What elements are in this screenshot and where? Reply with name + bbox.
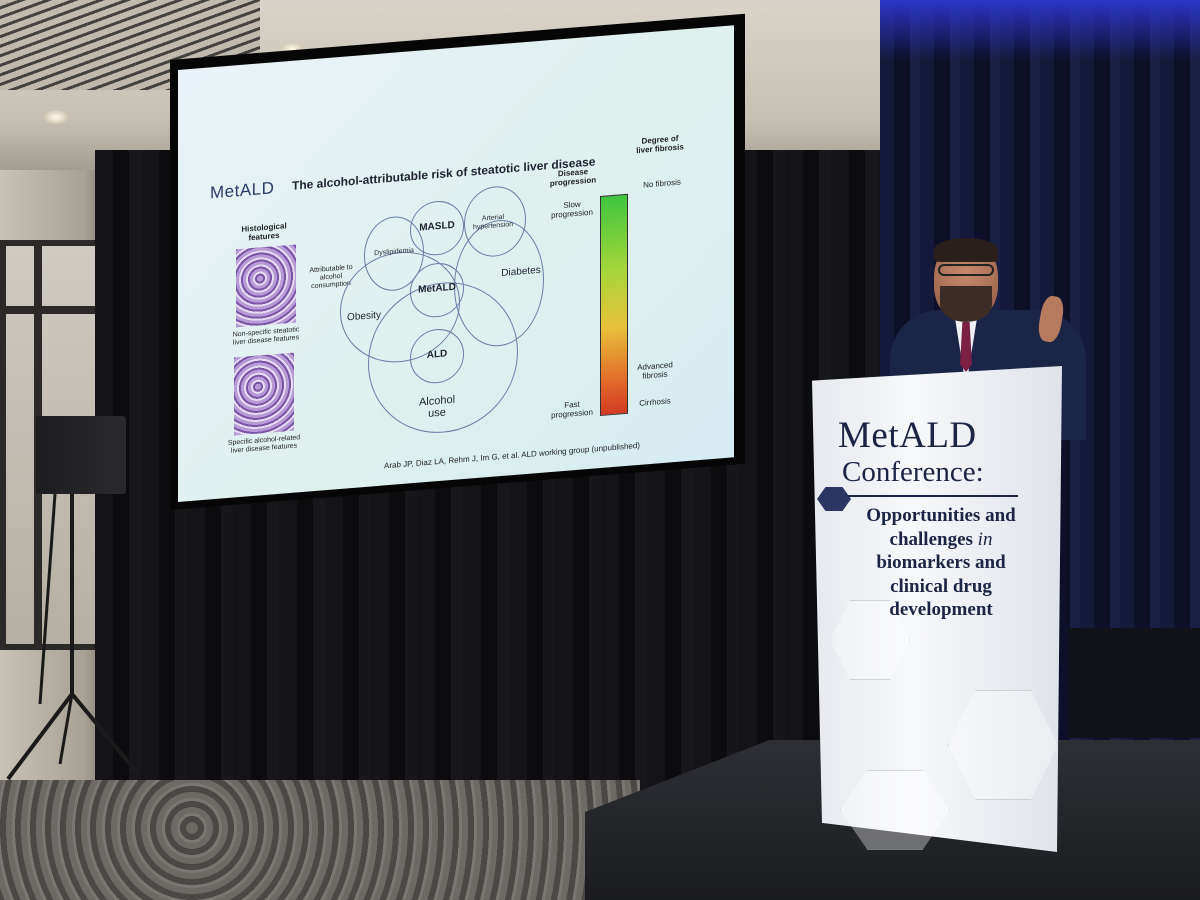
podium-subtitle: Conference: — [842, 456, 984, 488]
podium-title: MetALD — [838, 415, 977, 456]
histology-heading: Histological features — [241, 221, 287, 243]
fibrosis-gradient-bar — [600, 193, 628, 417]
tagline-line-5: development — [889, 599, 993, 621]
speaker-tripod — [6, 494, 142, 781]
tagline-line-2: challenges in — [889, 528, 993, 550]
podium-tagline: Opportunities and challenges in biomarke… — [836, 504, 1046, 622]
tagline-line-1: Opportunities and — [866, 505, 1016, 526]
carpet-floor — [0, 780, 640, 900]
blue-stage-light — [880, 0, 1200, 60]
slide-citation: Arab JP, Diaz LA, Rehm J, Im G, et al. A… — [384, 440, 640, 471]
tagline-line-4: clinical drug — [890, 575, 992, 597]
progression-heading: Disease progression — [549, 167, 597, 189]
histology-image-specific — [234, 352, 294, 436]
podium — [812, 366, 1062, 852]
podium-divider — [848, 495, 1018, 497]
histology-caption-specific: Specific alcohol-related liver disease f… — [227, 434, 301, 455]
presenter-beard — [940, 286, 992, 322]
advanced-fibrosis: Advanced fibrosis — [637, 360, 673, 381]
fast-progression: Fast progression — [551, 399, 593, 421]
venn-label-alcohol-use: Alcohol use — [418, 393, 456, 420]
presenter-tie — [960, 322, 972, 372]
slide-brand: MetALD — [210, 178, 275, 203]
tagline-line-3: biomarkers and — [876, 552, 1006, 574]
presenter-glasses — [938, 264, 994, 276]
fibrosis-heading: Degree of liver fibrosis — [636, 133, 684, 156]
stage-furniture — [1068, 628, 1200, 738]
histology-caption-nonspecific: Non-specific steatotic liver disease fea… — [232, 326, 300, 347]
hexagon-logo-icon — [817, 487, 851, 511]
slow-progression: Slow progression — [551, 199, 593, 221]
ceiling-light — [44, 110, 68, 124]
presenter-hair — [934, 238, 998, 262]
presentation-slide: MetALD The alcohol-attributable risk of … — [178, 25, 734, 503]
loudspeaker — [36, 416, 126, 494]
no-fibrosis: No fibrosis — [643, 177, 681, 190]
cirrhosis: Cirrhosis — [639, 396, 671, 408]
histology-image-nonspecific — [236, 244, 296, 328]
